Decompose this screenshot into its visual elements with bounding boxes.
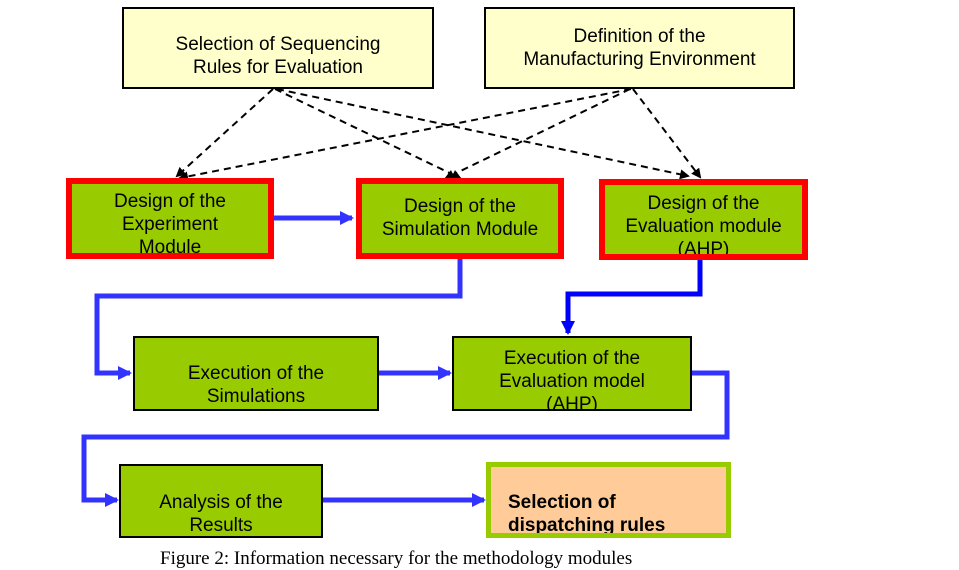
node-label: Module <box>138 237 202 258</box>
node-label: dispatching rules <box>508 515 666 536</box>
node-label: Design of the <box>647 193 760 214</box>
node-execution-of-evaluation-model: Execution of the Evaluation model (AHP) <box>452 336 692 411</box>
node-execution-of-simulations: Execution of the Simulations <box>133 336 379 411</box>
node-label: Execution of the <box>187 363 325 384</box>
node-label: Results <box>189 515 253 536</box>
node-selection-of-dispatching-rules: Selection of dispatching rules <box>486 462 731 538</box>
node-label: Evaluation model <box>499 371 645 392</box>
node-label: (AHP) <box>677 239 730 260</box>
node-label: Manufacturing Environment <box>523 49 756 70</box>
edge-rules-to-simulation <box>274 88 462 180</box>
edge-rules-to-experiment <box>175 88 274 178</box>
node-analysis-of-results: Analysis of the Results <box>119 464 323 538</box>
edge-env-to-evaluation <box>632 88 702 179</box>
node-label: Rules for Evaluation <box>192 57 364 78</box>
edge-rules-to-evaluation <box>276 88 690 180</box>
figure-caption: Figure 2: Information necessary for the … <box>160 548 633 569</box>
node-label: Analysis of the <box>159 492 283 513</box>
node-label: Definition of the <box>573 26 706 47</box>
node-label: Selection of <box>508 492 616 513</box>
edge-exec-eval-to-analysis <box>81 370 730 507</box>
edge-env-to-experiment <box>178 88 632 182</box>
edge-evaluation-to-execution-evaluation <box>561 259 703 335</box>
node-label: Selection of Sequencing <box>175 34 381 55</box>
node-selection-of-sequencing-rules: Selection of Sequencing Rules for Evalua… <box>122 7 434 89</box>
node-label: (AHP) <box>546 394 598 411</box>
node-label: Evaluation module <box>625 216 782 237</box>
node-label: Simulation Module <box>381 219 539 240</box>
node-label: Design of the <box>114 191 226 212</box>
node-definition-of-manufacturing-environment: Definition of the Manufacturing Environm… <box>484 7 795 89</box>
node-label: Simulations <box>206 386 306 407</box>
edge-env-to-simulation <box>444 88 631 180</box>
node-design-of-experiment-module: Design of the Experiment Module <box>66 178 274 259</box>
node-design-of-evaluation-module: Design of the Evaluation module (AHP) <box>599 179 808 260</box>
node-label: Design of the <box>404 196 516 217</box>
node-design-of-simulation-module: Design of the Simulation Module <box>356 178 564 259</box>
edge-simulation-to-execution-simulations <box>94 259 463 380</box>
node-label: Execution of the <box>503 348 641 369</box>
node-label: Experiment <box>121 214 219 235</box>
